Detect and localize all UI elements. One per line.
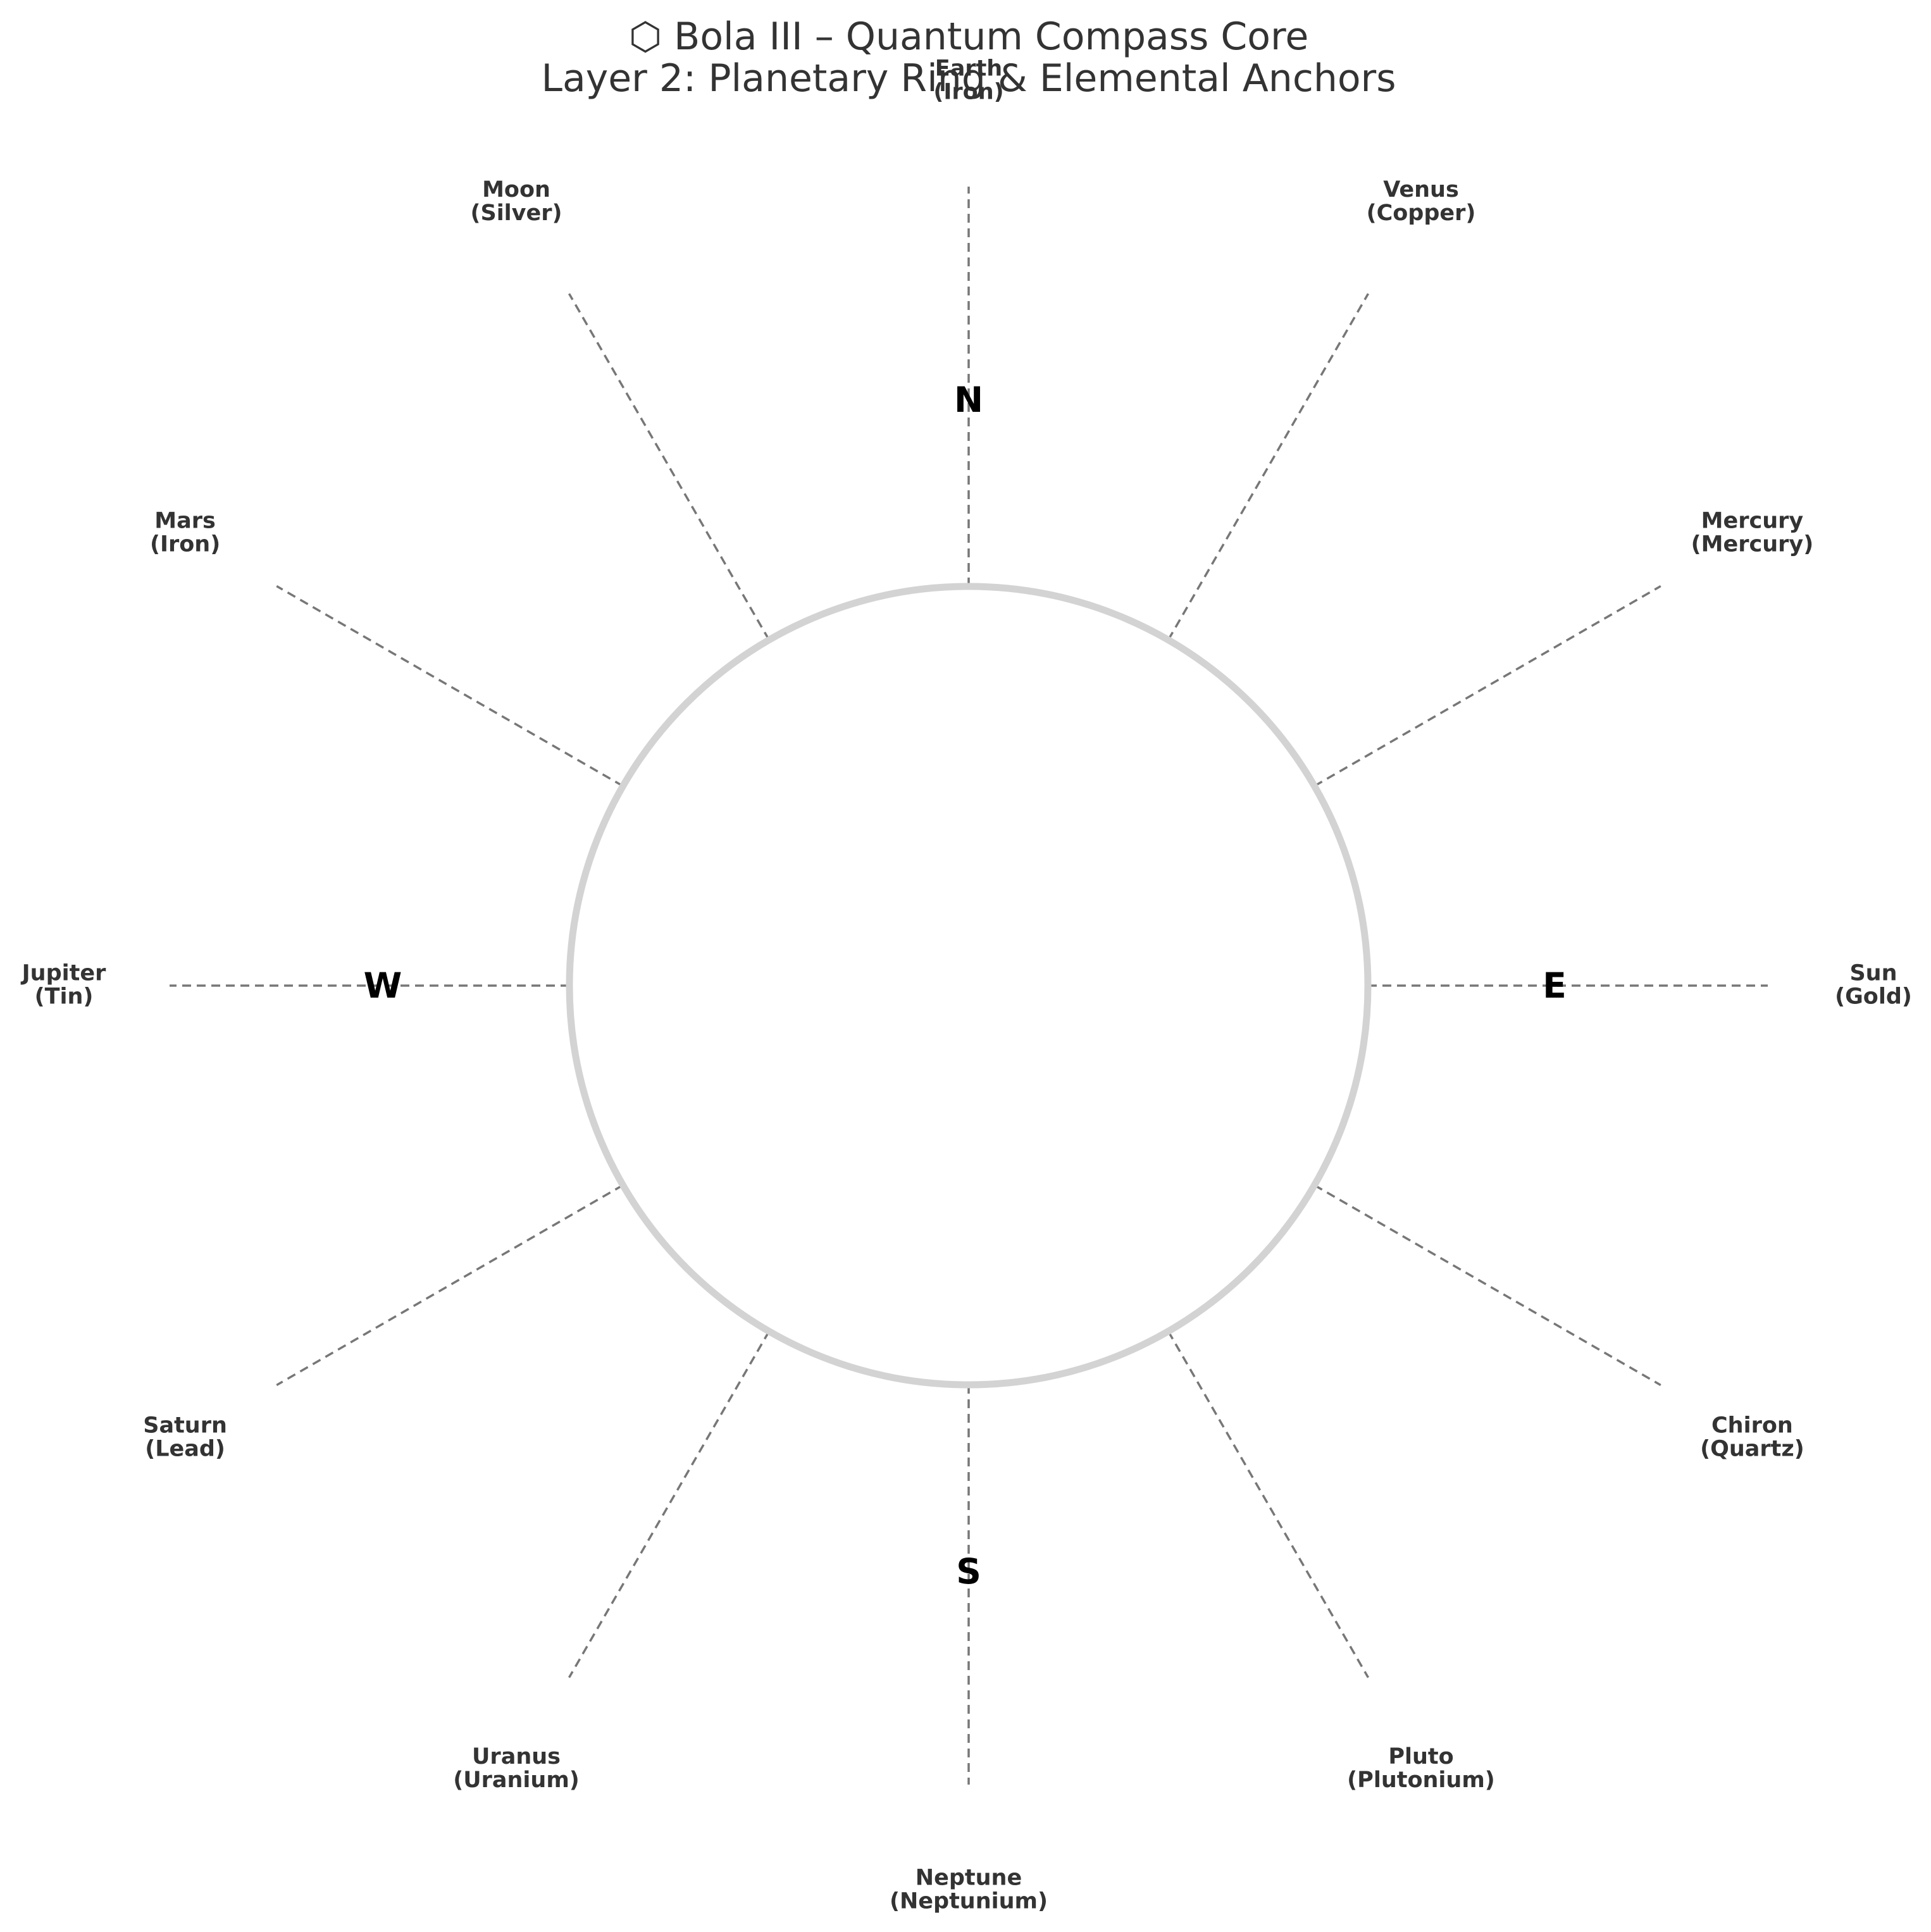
cardinal-directions: N E S W (364, 380, 1567, 1592)
anchor-element: (Neptunium) (890, 1889, 1048, 1914)
anchor-element: (Tin) (35, 984, 94, 1010)
anchor-label-saturn: Saturn(Lead) (143, 1413, 227, 1462)
anchor-element: (Uranium) (453, 1768, 580, 1793)
anchor-label-earth: Earth(Iron) (933, 56, 1003, 105)
anchor-label-neptune: Neptune(Neptunium) (890, 1866, 1048, 1914)
anchor-planet: Mars (154, 509, 216, 534)
spoke-uranus (568, 1330, 771, 1678)
anchor-label-jupiter: Jupiter(Tin) (21, 961, 106, 1010)
anchor-label-mercury: Mercury(Mercury) (1691, 509, 1814, 557)
cardinal-w: W (364, 965, 402, 1006)
title-line-1: ⬡ Bola III – Quantum Compass Core (629, 15, 1309, 59)
anchor-planet: Chiron (1711, 1413, 1793, 1439)
spoke-pluto (1167, 1330, 1370, 1678)
anchor-label-mars: Mars(Iron) (150, 509, 220, 557)
anchor-planet: Uranus (472, 1744, 561, 1769)
cardinal-e: E (1543, 965, 1567, 1006)
anchor-label-venus: Venus(Copper) (1367, 177, 1476, 226)
spoke-saturn (276, 1184, 624, 1387)
spoke-mars (276, 585, 624, 788)
anchor-planet: Pluto (1388, 1744, 1453, 1769)
anchor-element: (Mercury) (1691, 532, 1814, 557)
anchor-element: (Lead) (145, 1437, 225, 1462)
anchor-planet: Saturn (143, 1413, 227, 1439)
spoke-venus (1167, 293, 1370, 641)
anchor-planet: Venus (1383, 177, 1459, 202)
title-line-2: Layer 2: Planetary Ring & Elemental Anch… (542, 56, 1396, 101)
anchor-label-uranus: Uranus(Uranium) (453, 1744, 580, 1793)
anchor-planet: Mercury (1701, 509, 1804, 534)
anchor-element: (Silver) (470, 201, 562, 226)
anchor-planet: Moon (482, 177, 550, 202)
anchor-element: (Iron) (150, 532, 220, 557)
anchor-label-sun: Sun(Gold) (1835, 961, 1912, 1010)
anchor-element: (Quartz) (1700, 1437, 1804, 1462)
anchor-planet: Sun (1849, 961, 1897, 986)
anchor-element: (Copper) (1367, 201, 1476, 226)
planetary-ring (566, 583, 1372, 1389)
spoke-mercury (1313, 585, 1661, 788)
anchor-element: (Gold) (1835, 984, 1912, 1010)
cardinal-s: S (956, 1551, 981, 1592)
spoke-chiron (1313, 1184, 1661, 1387)
anchor-labels: Earth(Iron)Venus(Copper)Mercury(Mercury)… (21, 56, 1912, 1914)
cardinal-n: N (954, 380, 983, 420)
anchor-label-chiron: Chiron(Quartz) (1700, 1413, 1804, 1462)
anchor-label-moon: Moon(Silver) (470, 177, 562, 226)
anchor-label-pluto: Pluto(Plutonium) (1347, 1744, 1495, 1793)
anchor-planet: Jupiter (21, 961, 106, 986)
anchor-planet: Earth (935, 56, 1002, 82)
spoke-lines (170, 187, 1768, 1785)
anchor-element: (Iron) (933, 80, 1003, 105)
anchor-element: (Plutonium) (1347, 1768, 1495, 1793)
spoke-moon (568, 293, 771, 641)
anchor-planet: Neptune (916, 1866, 1022, 1891)
